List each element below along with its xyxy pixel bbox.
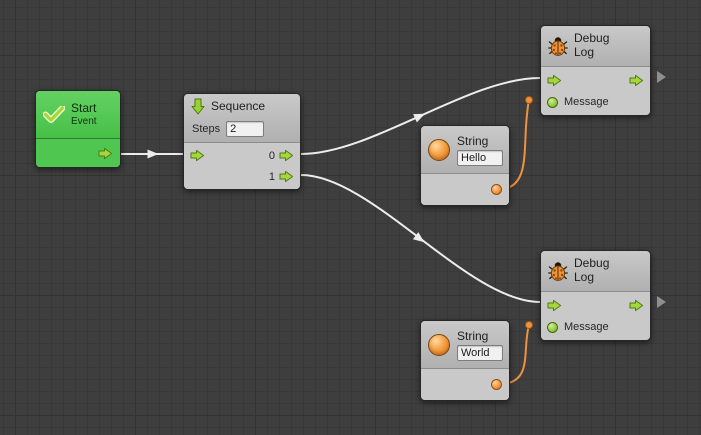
- port-arrow-icon: [547, 299, 562, 311]
- string-circle-icon: [428, 333, 450, 356]
- port-label: 0: [268, 149, 275, 162]
- string-value-input[interactable]: [457, 344, 503, 361]
- node-debug-log-bottom[interactable]: Debug Log Message: [540, 250, 651, 341]
- wire-end-dot-icon: [525, 321, 533, 329]
- port-arrow-icon: [547, 74, 562, 86]
- port-row: Message: [541, 91, 650, 113]
- node-debug-log-top[interactable]: Debug Log Message: [540, 25, 651, 116]
- port-row: 1: [184, 166, 300, 187]
- control-input-port[interactable]: [190, 149, 205, 162]
- wire-arrowhead-icon: [413, 113, 426, 123]
- port-arrow-icon: [98, 147, 113, 159]
- port-row: [541, 69, 650, 91]
- node-title: Start: [71, 100, 97, 115]
- control-output-port-1[interactable]: 1: [269, 170, 294, 183]
- port-arrow-icon: [190, 149, 205, 162]
- wire-arrowhead-icon: [412, 232, 425, 243]
- node-subtitle: Log: [574, 270, 595, 284]
- port-row: 0: [184, 145, 300, 166]
- node-string-world[interactable]: String: [420, 320, 510, 401]
- wire-end-dot-icon: [525, 96, 533, 104]
- control-output-port-0[interactable]: 0: [269, 149, 294, 162]
- control-input-port[interactable]: [547, 74, 562, 87]
- wire-world-to-message[interactable]: [502, 324, 530, 385]
- node-subtitle: Event: [71, 115, 97, 127]
- control-input-port[interactable]: [547, 299, 562, 312]
- wire-arrowhead-icon: [147, 149, 159, 159]
- port-arrow-icon: [279, 149, 294, 162]
- port-row: Message: [541, 316, 650, 338]
- steps-input[interactable]: [226, 120, 265, 137]
- node-start[interactable]: Start Event: [35, 90, 121, 168]
- port-arrow-icon: [279, 170, 294, 183]
- control-output-port[interactable]: [629, 74, 644, 87]
- value-input-port[interactable]: [547, 96, 558, 108]
- port-arrow-icon: [629, 74, 644, 86]
- port-arrow-icon: [629, 299, 644, 311]
- port-label: 1: [268, 170, 275, 183]
- node-subtitle: Log: [574, 45, 595, 59]
- wire-hello-to-message[interactable]: [502, 99, 530, 190]
- node-title: Sequence: [211, 99, 266, 113]
- node-sequence[interactable]: Sequence Steps 0: [183, 93, 301, 190]
- bug-icon: [548, 261, 568, 281]
- value-output-port[interactable]: [491, 184, 502, 195]
- expand-triangle-icon: [657, 296, 666, 308]
- expand-triangle-icon: [657, 71, 666, 83]
- node-title: String: [457, 328, 489, 343]
- steps-label: Steps: [192, 122, 221, 135]
- string-circle-icon: [428, 138, 450, 161]
- bug-icon: [548, 36, 568, 56]
- down-arrow-icon: [191, 98, 205, 115]
- node-title: String: [457, 133, 489, 148]
- node-title: Debug: [574, 31, 610, 46]
- check-icon: [43, 106, 65, 123]
- control-output-port[interactable]: [98, 147, 113, 160]
- node-string-hello[interactable]: String: [420, 125, 510, 206]
- string-value-input[interactable]: [457, 149, 503, 166]
- control-output-port[interactable]: [629, 299, 644, 312]
- node-title: Debug: [574, 256, 610, 271]
- port-row: [541, 294, 650, 316]
- start-output-row: [36, 138, 120, 167]
- value-input-port[interactable]: [547, 321, 558, 333]
- message-label: Message: [564, 321, 609, 333]
- message-label: Message: [564, 96, 609, 108]
- value-output-port[interactable]: [491, 379, 502, 390]
